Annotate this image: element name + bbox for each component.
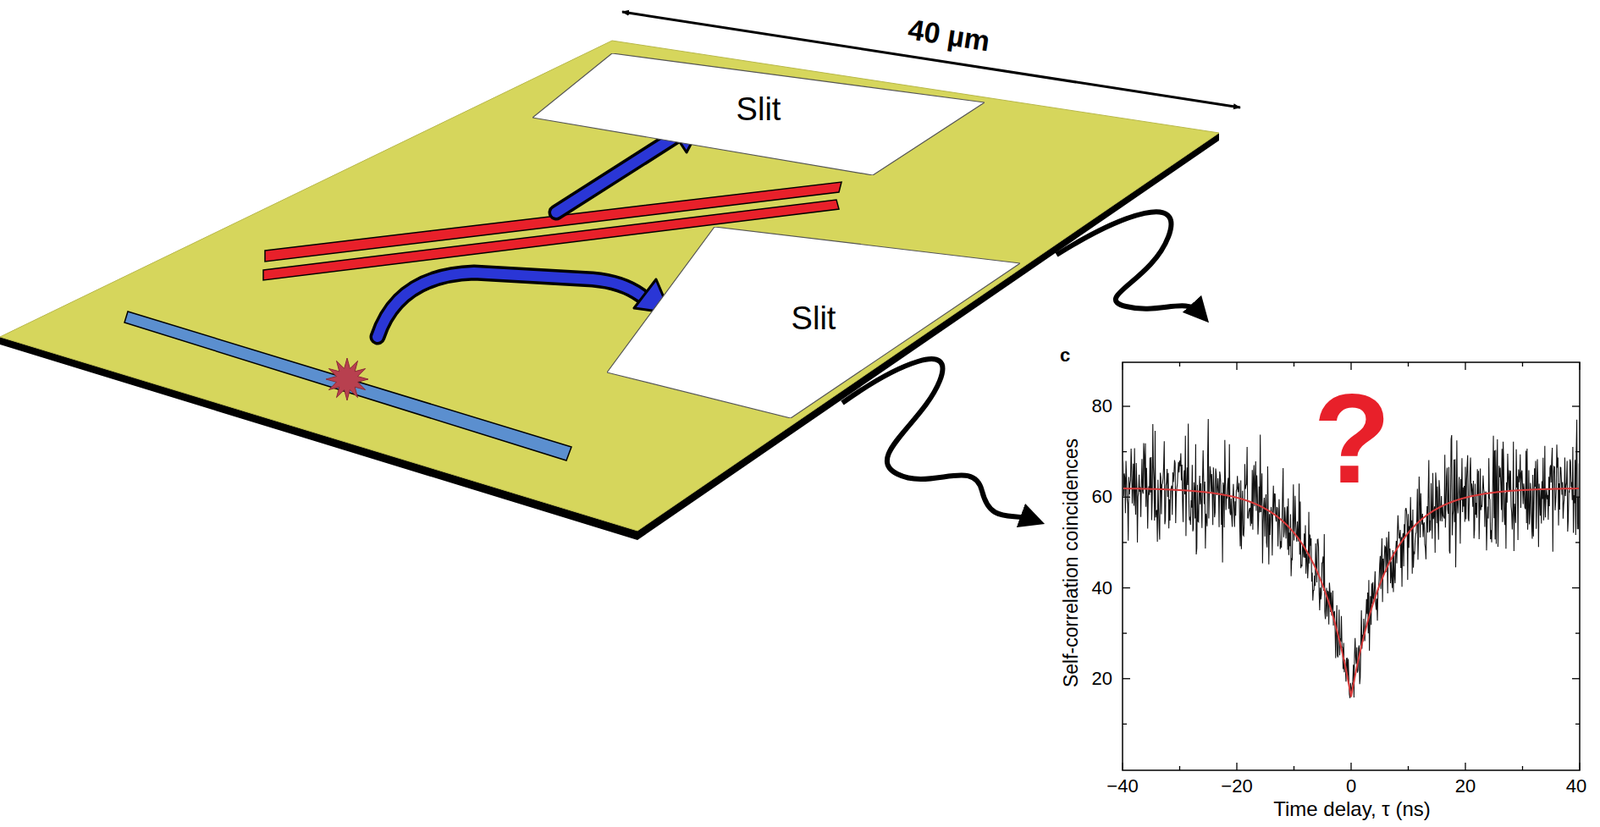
- wavy-arrow: [1056, 211, 1201, 314]
- tick: [1575, 723, 1580, 725]
- wavy-arrow: [842, 358, 1033, 520]
- tick: [1122, 723, 1127, 725]
- tick-label: 80: [1092, 396, 1113, 417]
- axis-ticks: [1122, 362, 1580, 771]
- arrow-shadow: [377, 272, 641, 337]
- tick-label: 40: [1092, 577, 1113, 598]
- dimension-label: 40 µm: [905, 13, 993, 58]
- tick: [1522, 766, 1523, 771]
- tick: [1122, 541, 1127, 543]
- tick-label: 40: [1566, 776, 1587, 797]
- tick: [1122, 405, 1131, 407]
- tick: [1122, 678, 1131, 679]
- tick-label: 0: [1346, 776, 1357, 797]
- tick: [1179, 362, 1181, 367]
- tick: [1122, 632, 1127, 634]
- slit-opening: Slit: [606, 226, 1021, 419]
- slit-shape: [606, 226, 1021, 419]
- tick-label: 60: [1092, 486, 1113, 508]
- tick: [1350, 762, 1352, 771]
- tick: [1293, 362, 1295, 367]
- tick: [1235, 762, 1237, 771]
- slit-label: Slit: [736, 91, 782, 128]
- question-mark: ?: [1313, 369, 1391, 509]
- nanowire: [124, 311, 572, 461]
- tick-label: 20: [1455, 776, 1476, 797]
- tick-label: −40: [1106, 776, 1138, 797]
- tick: [1293, 766, 1295, 771]
- tick: [1464, 362, 1466, 370]
- tick: [1575, 632, 1580, 634]
- slit-opening: Slit: [532, 53, 985, 176]
- tick: [1122, 451, 1127, 453]
- tick: [1179, 766, 1181, 771]
- fit-curve: [1123, 488, 1579, 697]
- tick: [1578, 762, 1580, 771]
- tick: [1407, 362, 1409, 367]
- tick: [1522, 362, 1523, 367]
- tick: [1572, 405, 1580, 407]
- panel-letter: c: [1059, 345, 1071, 366]
- plasmon-arrow: [556, 133, 680, 213]
- tick: [1121, 762, 1123, 771]
- gold-film: [0, 40, 1220, 531]
- tick-label: 20: [1092, 668, 1113, 690]
- plasmon-arrow: [377, 272, 641, 337]
- arrow-shadow: [556, 133, 680, 213]
- axis-title: Self-correlation coincidences: [1060, 438, 1082, 688]
- tick: [1464, 762, 1466, 771]
- tick: [1572, 678, 1580, 679]
- tick-label: −20: [1220, 776, 1253, 797]
- chart-frame: [1122, 362, 1580, 771]
- axis-title: Time delay, τ (ns): [1273, 798, 1431, 821]
- slit-shape: [532, 53, 985, 176]
- slit-label: Slit: [791, 300, 837, 337]
- tick: [1122, 587, 1131, 589]
- tick: [1572, 587, 1580, 589]
- emitter-starburst: [325, 358, 369, 401]
- tick: [1235, 362, 1237, 370]
- tick: [1575, 541, 1580, 543]
- tick: [1578, 362, 1580, 370]
- tick: [1121, 362, 1123, 370]
- tick: [1407, 766, 1409, 771]
